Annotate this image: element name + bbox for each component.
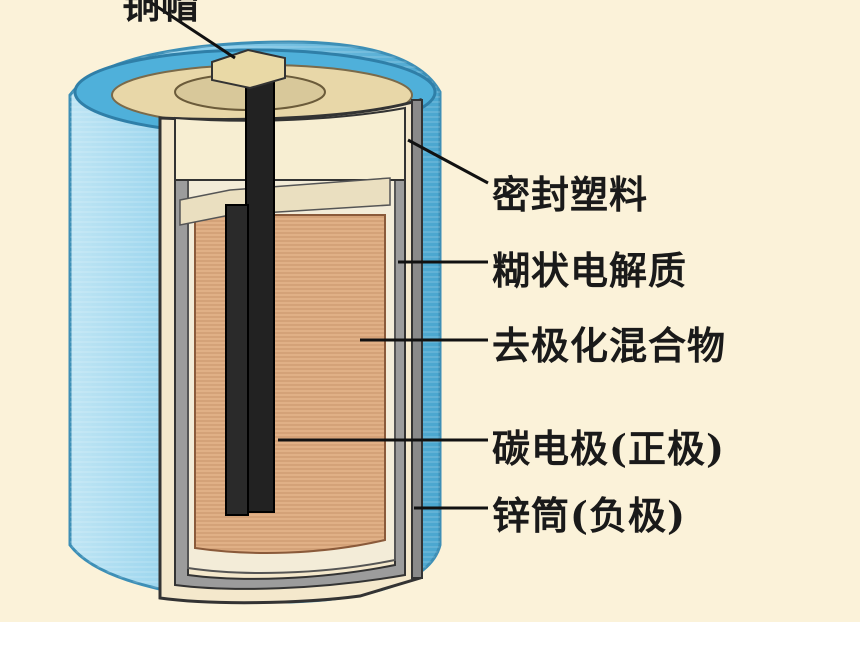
label-zinc-can: 锌筒(负极) (492, 493, 686, 538)
label-depolarizer-mixture: 去极化混合物 (492, 323, 727, 368)
label-top-cap: 铜帽 (122, 0, 201, 27)
label-carbon-rod: 碳电极(正极) (492, 426, 725, 471)
label-paste-electrolyte: 糊状电解质 (492, 248, 688, 293)
diagram-panel: 铜帽 密封塑料 糊状电解质 去极化混合物 碳电极(正极) 锌筒(负极) (0, 0, 860, 622)
leader-sealing-plastic (407, 138, 489, 185)
label-sealing-plastic: 密封塑料 (492, 172, 649, 217)
carbon-rod (245, 71, 275, 513)
carbon-rod-foot (225, 204, 249, 516)
top-cap (211, 48, 286, 90)
depolarizer-mixture (194, 214, 386, 554)
sealing-plastic (174, 106, 406, 181)
leader-top-cap (149, 0, 236, 60)
battery-cutaway-diagram (68, 0, 489, 605)
